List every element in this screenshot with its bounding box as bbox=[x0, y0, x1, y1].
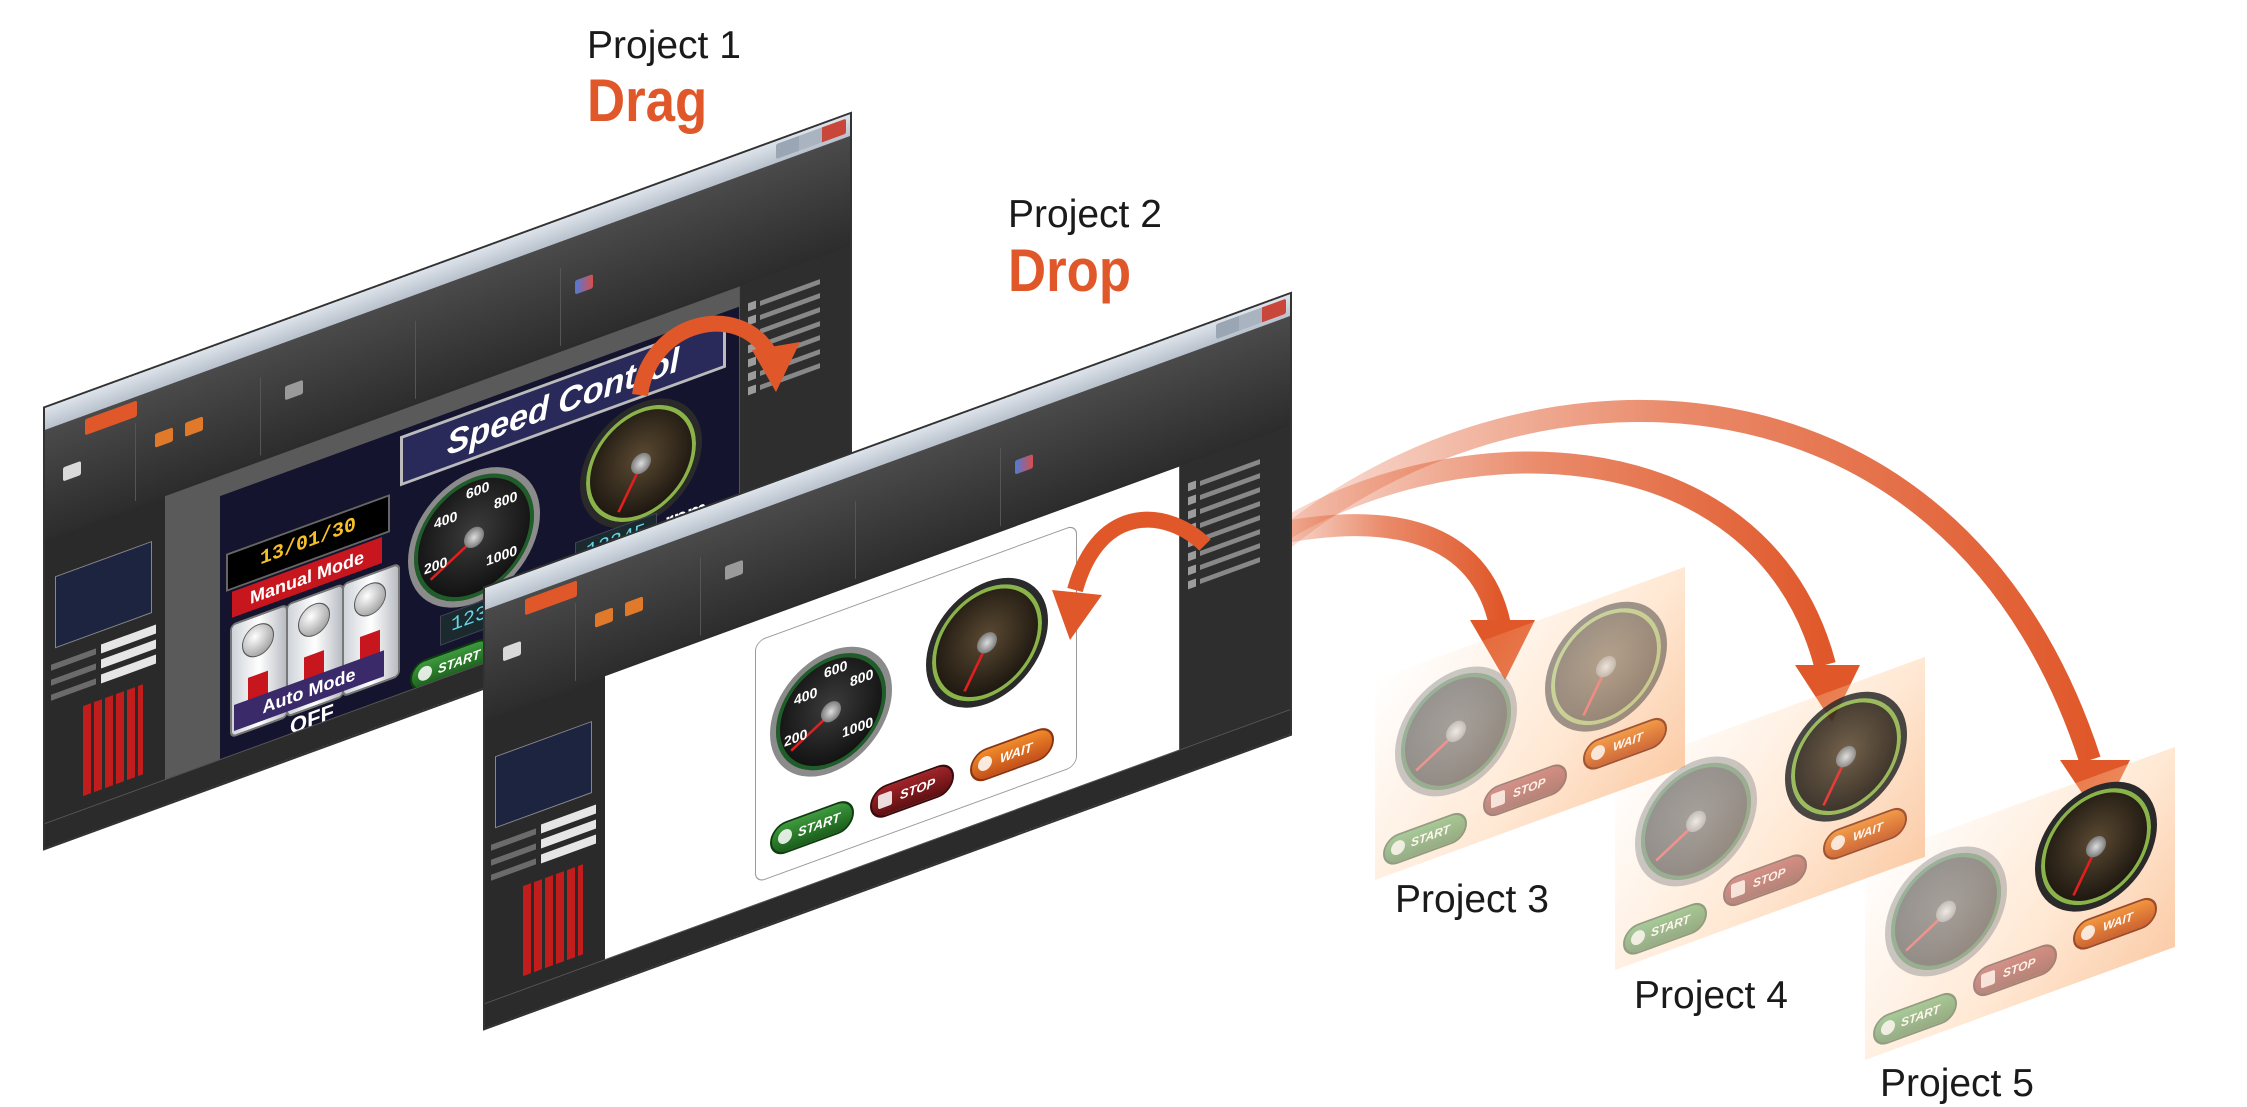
project-4-caption: Project 4 bbox=[1634, 974, 1788, 1017]
project-1-caption: Project 1 bbox=[587, 24, 741, 67]
drop-caption: Drop bbox=[1008, 237, 1132, 304]
project-2-caption: Project 2 bbox=[1008, 193, 1162, 236]
ghost-wait-label: WAIT bbox=[1613, 729, 1643, 755]
ghost-start-label: START bbox=[1411, 821, 1450, 850]
ghost-stop-label: STOP bbox=[2003, 954, 2036, 981]
ghost-start-label: START bbox=[1651, 911, 1690, 940]
arrow-to-project-3 bbox=[1267, 514, 1511, 628]
ghost-stop-label: STOP bbox=[1753, 864, 1786, 891]
ghost-wait-label: WAIT bbox=[1853, 819, 1883, 845]
drag-caption: Drag bbox=[587, 67, 708, 134]
project-5-caption: Project 5 bbox=[1880, 1062, 2034, 1105]
ghost-wait-label: WAIT bbox=[2103, 909, 2133, 935]
ghost-stop-label: STOP bbox=[1513, 774, 1546, 801]
ghost-start-label: START bbox=[1901, 1001, 1940, 1030]
project-3-caption: Project 3 bbox=[1395, 878, 1549, 921]
arrow-to-project-4 bbox=[1253, 451, 1836, 668]
